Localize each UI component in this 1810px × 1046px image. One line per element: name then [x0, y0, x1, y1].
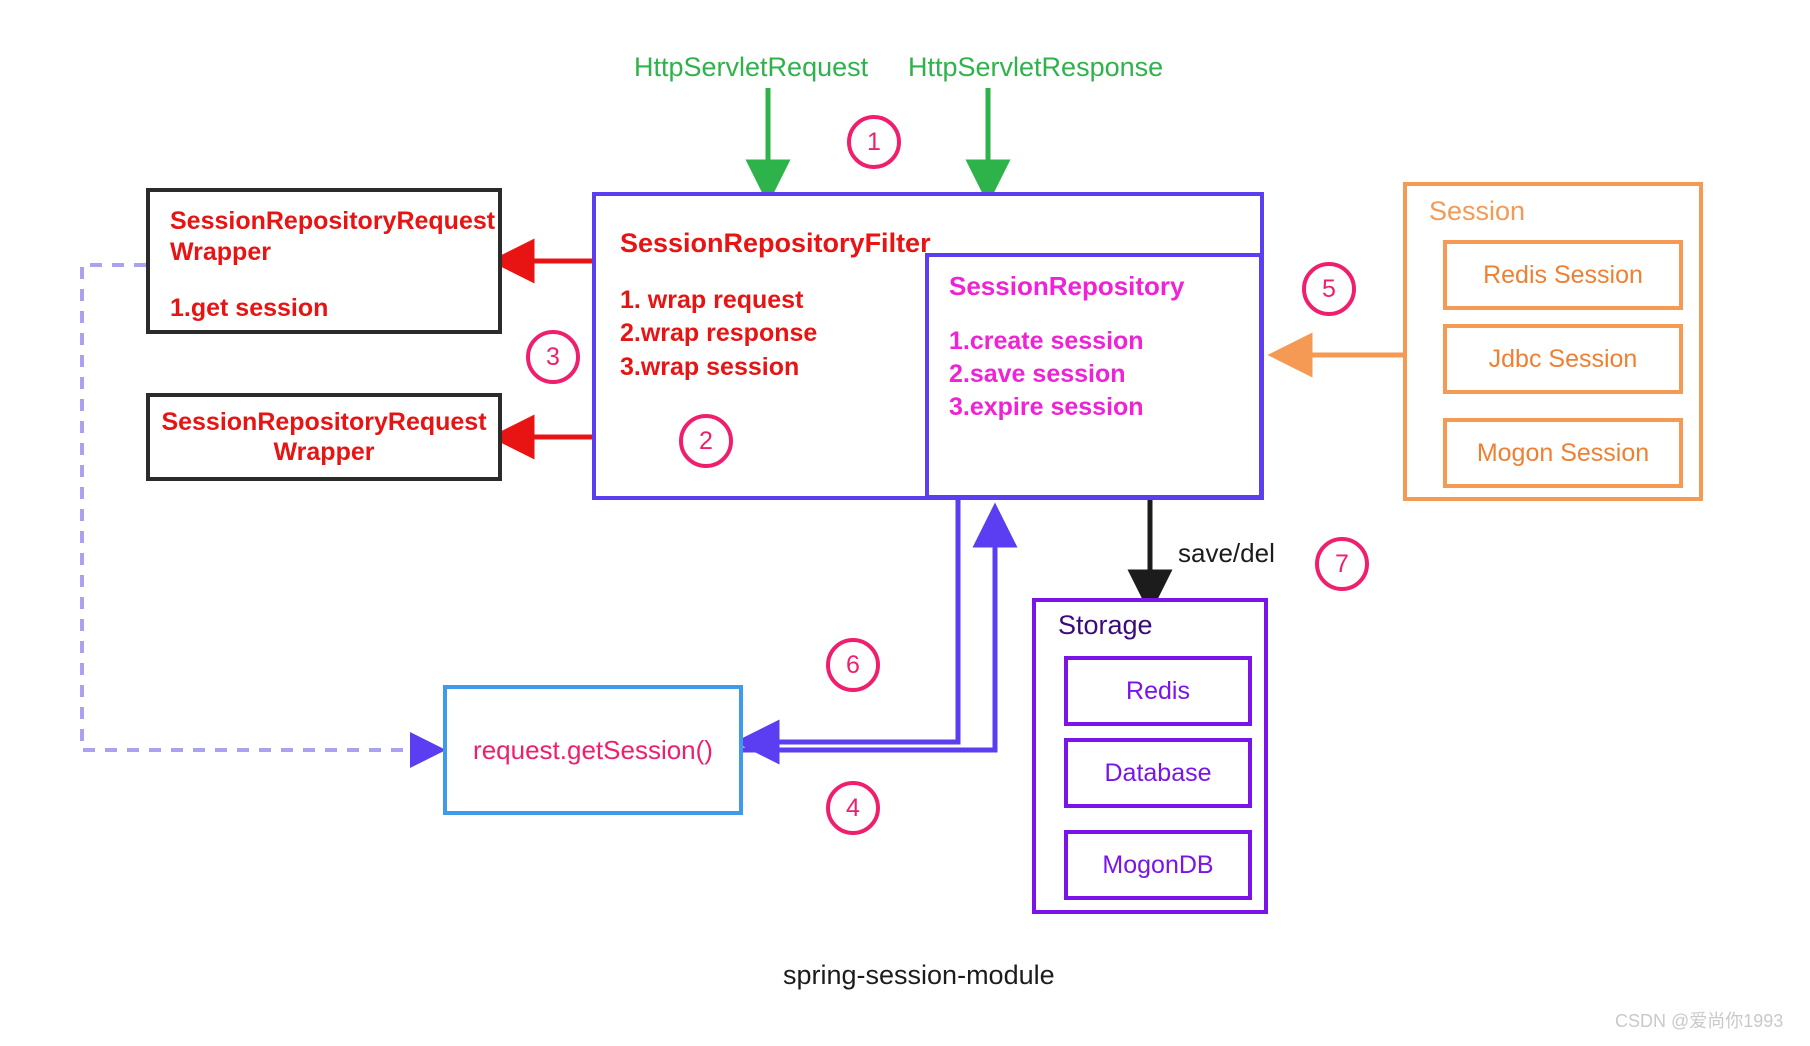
label-http-servlet-request: HttpServletRequest [634, 52, 869, 82]
csdn-watermark: CSDN @爱尚你1993 [1615, 1011, 1784, 1031]
request-get-session-label: request.getSession() [473, 734, 713, 765]
storage-group-title: Storage [1058, 610, 1153, 640]
session-repository-request-wrapper-box-2[interactable]: SessionRepositoryRequest Wrapper [146, 393, 502, 481]
storage-item-mogondb[interactable]: MogonDB [1064, 830, 1252, 900]
wrapper1-title-line2: Wrapper [170, 237, 271, 266]
session-repository-box[interactable]: SessionRepository 1.create session 2.sav… [925, 253, 1263, 499]
filter-step-1: 1. wrap request [620, 286, 804, 314]
storage-item-redis[interactable]: Redis [1064, 656, 1252, 726]
step-marker-4: 4 [826, 781, 880, 835]
dashed-wrapper-to-getsession [80, 263, 446, 768]
step-marker-7: 7 [1315, 537, 1369, 591]
step-marker-5: 5 [1302, 262, 1356, 316]
step-marker-1: 1 [847, 115, 901, 169]
step-marker-2: 2 [679, 414, 733, 468]
label-save-del: save/del [1178, 538, 1275, 568]
filter-step-3: 3.wrap session [620, 352, 800, 381]
session-group-title: Session [1429, 196, 1526, 226]
filter-title: SessionRepositoryFilter [620, 228, 931, 258]
filter-steps: 1. wrap request 2.wrap response 3.wrap s… [620, 284, 817, 384]
step-marker-3: 3 [526, 330, 580, 384]
session-item-mogon[interactable]: Mogon Session [1443, 418, 1683, 488]
repository-steps: 1.create session 2.save session 3.expire… [949, 325, 1144, 424]
wrapper2-title-line2: Wrapper [273, 438, 375, 466]
session-group-box[interactable]: Session Redis Session Jdbc Session Mogon… [1403, 182, 1703, 501]
label-http-servlet-response: HttpServletResponse [908, 52, 1164, 82]
wrapper1-title-line1: SessionRepositoryRequest [170, 207, 496, 235]
wrapper1-note: 1.get session [170, 294, 329, 322]
storage-group-box[interactable]: Storage Redis Database MogonDB [1032, 598, 1268, 914]
arrow-getsession-to-filter [743, 502, 1018, 753]
session-item-redis[interactable]: Redis Session [1443, 240, 1683, 310]
diagram-caption: spring-session-module [783, 960, 1055, 990]
step-marker-6: 6 [826, 638, 880, 692]
arrow-filter-to-getsession [734, 500, 961, 765]
session-item-jdbc[interactable]: Jdbc Session [1443, 324, 1683, 394]
repository-step-2: 2.save session [949, 360, 1126, 388]
repository-step-3: 3.expire session [949, 393, 1144, 421]
filter-step-2: 2.wrap response [620, 319, 818, 348]
wrapper2-title-line1: SessionRepositoryRequest [161, 407, 487, 436]
request-get-session-box[interactable]: request.getSession() [443, 685, 743, 815]
repository-title: SessionRepository [949, 271, 1185, 301]
repository-step-1: 1.create session [949, 327, 1144, 355]
storage-item-database[interactable]: Database [1064, 738, 1252, 808]
session-repository-request-wrapper-box-1[interactable]: SessionRepositoryRequest Wrapper 1.get s… [146, 188, 502, 334]
